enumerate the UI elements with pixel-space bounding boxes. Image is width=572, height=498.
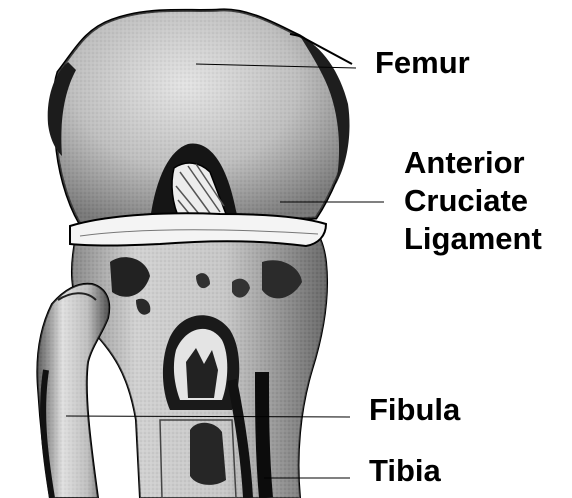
meniscus-band (70, 213, 326, 246)
tibia-label: Tibia (369, 452, 441, 490)
fibula-leader-line (66, 416, 350, 417)
acl-label-line-1: Anterior (404, 144, 542, 182)
fibula-label: Fibula (369, 391, 460, 429)
fibula-bone (37, 284, 109, 498)
tibia-bone (72, 226, 327, 498)
acl-label-line-2: Cruciate (404, 182, 542, 220)
acl-label-line-3: Ligament (404, 220, 542, 258)
femur-label: Femur (375, 44, 470, 82)
acl-label: Anterior Cruciate Ligament (404, 144, 542, 258)
